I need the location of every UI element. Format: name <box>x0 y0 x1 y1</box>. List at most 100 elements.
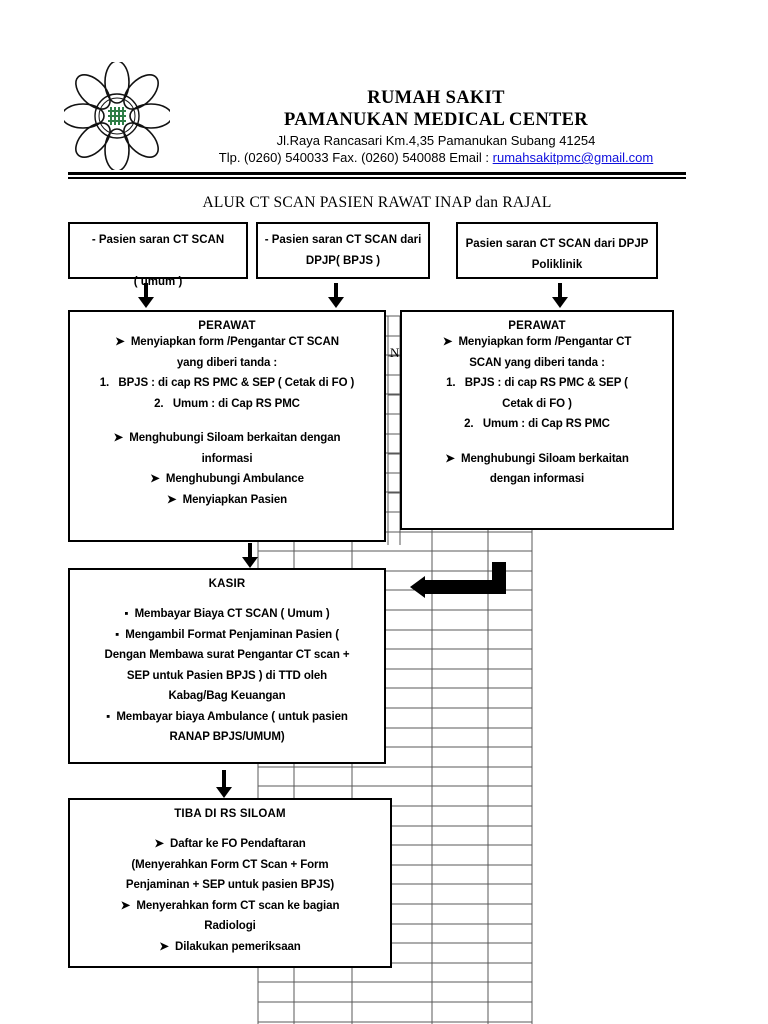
flow-box-line: SEP untuk Pasien BPJS ) di TTD oleh <box>78 666 376 687</box>
flow-box-line: Pasien saran CT SCAN dari DPJP <box>465 238 649 250</box>
flow-box-siloam-body: ➤ Daftar ke FO Pendaftaran (Menyerahkan F… <box>70 820 390 957</box>
contact-phone-fax-label: Tlp. (0260) 540033 Fax. (0260) 540088 Em… <box>218 150 493 165</box>
bullet-arrow-icon: ➤ <box>120 899 137 912</box>
arrow-perawat-right-to-kasir <box>398 562 508 602</box>
flow-box-perawat-left-body: ➤ Menyiapkan form /Pengantar CT SCAN yang… <box>70 332 384 510</box>
flow-box-line-text: Dilakukan pemeriksaan <box>174 940 301 953</box>
flow-box-line: ➤ Menghubungi Siloam berkaitan dengan <box>78 428 376 449</box>
flow-box-spacer <box>78 820 382 834</box>
flow-box-spacer <box>410 435 664 449</box>
bullet-arrow-icon: ➤ <box>115 336 131 348</box>
flow-box-line: dengan informasi <box>410 469 664 490</box>
flow-box-line-text: Menghubungi Siloam berkaitan dengan <box>129 432 341 444</box>
flow-box-line-text: Menyiapkan form /Pengantar CT SCAN <box>130 336 339 348</box>
flow-box-kasir-body: ▪ Membayar Biaya CT SCAN ( Umum )▪ Menga… <box>70 590 384 748</box>
flow-box-line: - Pasien saran CT SCAN dari <box>264 234 422 246</box>
flow-box-line-text: Radiologi <box>204 920 256 932</box>
flow-box-line-text: Cetak di FO ) <box>502 397 572 410</box>
flow-box-line: Kabag/Bag Keuangan <box>78 686 376 707</box>
flow-box-line: 1. BPJS : di cap RS PMC & SEP ( Cetak di… <box>78 373 376 394</box>
list-number: 1. <box>99 377 119 389</box>
flow-box-line-text: Kabag/Bag Keuangan <box>168 690 286 702</box>
list-number: 1. <box>446 377 465 389</box>
flow-box-line: ➤ Menghubungi Ambulance <box>78 469 376 490</box>
flow-box-line: ➤ Daftar ke FO Pendaftaran <box>78 834 382 855</box>
flow-box-line: ➤ Menyiapkan form /Pengantar CT <box>410 332 664 353</box>
flow-box-line-text: Membayar Biaya CT SCAN ( Umum ) <box>134 608 330 620</box>
flow-box-line: ➤ Menyiapkan Pasien <box>78 490 376 511</box>
page-title: ALUR CT SCAN PASIEN RAWAT INAP dan RAJAL <box>202 194 552 211</box>
flow-box-line: informasi <box>78 449 376 470</box>
flow-box-kasir[interactable]: KASIR ▪ Membayar Biaya CT SCAN ( Umum )▪… <box>68 568 386 764</box>
flow-box-line: ➤ Menghubungi Siloam berkaitan <box>410 449 664 470</box>
bullet-arrow-icon: ➤ <box>154 838 171 850</box>
letterhead-divider <box>68 172 686 179</box>
flow-box-line-text: (Menyerahkan Form CT Scan + Form <box>131 858 329 871</box>
flow-box-line: 1. BPJS : di cap RS PMC & SEP ( <box>410 373 664 394</box>
bullet-arrow-icon: ➤ <box>150 473 166 485</box>
flow-box-line-text: Umum : di Cap RS PMC <box>172 397 300 410</box>
flow-box-line-text: BPJS : di cap RS PMC & SEP ( <box>464 377 628 389</box>
flow-box-line: ( umum ) <box>133 276 183 288</box>
flow-box-line: ▪ Membayar Biaya CT SCAN ( Umum ) <box>78 604 376 625</box>
flow-box-line-text: informasi <box>201 452 253 465</box>
hospital-logo-icon <box>64 62 170 170</box>
arrow-umum-to-perawat-left <box>134 283 158 308</box>
flow-box-line-text: Membayar biaya Ambulance ( untuk pasien <box>116 710 348 723</box>
flow-box-perawat-rawat-inap[interactable]: PERAWAT ➤ Menyiapkan form /Pengantar CT … <box>68 310 386 542</box>
flow-box-pasien-umum[interactable]: - Pasien saran CT SCAN ( umum ) <box>68 222 248 288</box>
flow-box-line: ➤ Menyerahkan form CT scan ke bagian <box>78 896 382 917</box>
flow-box-line-text: Penjaminan + SEP untuk pasien BPJS) <box>125 879 335 891</box>
flow-box-line-text: Menyiapkan form /Pengantar CT <box>458 336 632 348</box>
bullet-arrow-icon: ➤ <box>445 452 461 465</box>
arrow-perawat-left-to-kasir <box>238 543 262 568</box>
email-link[interactable]: rumahsakitpmc@gmail.com <box>492 150 654 165</box>
arrow-kasir-to-siloam <box>212 770 236 798</box>
flow-box-line: Radiologi <box>78 916 382 937</box>
flow-box-tiba-di-rs-siloam[interactable]: TIBA DI RS SILOAM ➤ Daftar ke FO Pendaft… <box>68 798 392 968</box>
flow-box-line: 2. Umum : di Cap RS PMC <box>410 414 664 435</box>
flow-box-spacer <box>78 414 376 428</box>
flow-box-siloam-title: TIBA DI RS SILOAM <box>174 808 286 820</box>
flow-box-perawat-left-title: PERAWAT <box>198 320 256 332</box>
flow-box-line-text: Mengambil Format Penjaminan Pasien ( <box>125 628 339 641</box>
flow-box-line: - Pasien saran CT SCAN <box>91 234 225 246</box>
flow-box-line-text: Umum : di Cap RS PMC <box>482 418 610 430</box>
list-number: 2. <box>464 418 483 430</box>
flow-box-line-text: Menghubungi Ambulance <box>165 473 304 485</box>
flow-box-line-text: RANAP BPJS/UMUM) <box>169 731 285 743</box>
stray-grid-cell-letter: N <box>390 345 400 360</box>
flow-box-line: Penjaminan + SEP untuk pasien BPJS) <box>78 875 382 896</box>
flow-box-line: ▪ Membayar biaya Ambulance ( untuk pasie… <box>78 707 376 728</box>
flow-box-line: yang diberi tanda : <box>78 353 376 374</box>
flow-box-line-text: BPJS : di cap RS PMC & SEP ( Cetak di FO… <box>118 377 355 389</box>
flow-box-line: ▪ Mengambil Format Penjaminan Pasien ( <box>78 625 376 646</box>
arrow-poli-to-perawat-right <box>548 283 572 308</box>
flow-box-line-text: yang diberi tanda : <box>176 356 278 369</box>
flow-box-line-text: Daftar ke FO Pendaftaran <box>170 838 306 850</box>
flow-box-line <box>70 251 246 272</box>
hospital-name-line1: RUMAH SAKIT <box>367 88 505 108</box>
flow-box-perawat-right-body: ➤ Menyiapkan form /Pengantar CT SCAN yang… <box>402 332 672 490</box>
flow-box-line-text: SEP untuk Pasien BPJS ) di TTD oleh <box>126 669 328 682</box>
flow-box-kasir-title: KASIR <box>208 578 246 590</box>
flow-box-line-text: Menghubungi Siloam berkaitan <box>460 452 629 465</box>
hospital-address: Jl.Raya Rancasari Km.4,35 Pamanukan Suba… <box>276 133 596 148</box>
flow-box-line: ➤ Menyiapkan form /Pengantar CT SCAN <box>78 332 376 353</box>
flow-box-line: DPJP( BPJS ) <box>305 255 381 267</box>
flow-box-line: Cetak di FO ) <box>410 394 664 415</box>
flow-box-line-text: Menyiapkan Pasien <box>182 493 288 506</box>
flow-box-line-text: Dengan Membawa surat Pengantar CT scan + <box>104 649 350 661</box>
flow-box-line-text: dengan informasi <box>489 473 585 485</box>
bullet-arrow-icon: ➤ <box>113 432 130 444</box>
hospital-contact: Tlp. (0260) 540033 Fax. (0260) 540088 Em… <box>176 149 696 166</box>
letterhead-text: RUMAH SAKIT PAMANUKAN MEDICAL CENTER Jl.… <box>176 88 696 166</box>
flow-box-line-text: SCAN yang diberi tanda : <box>469 356 605 369</box>
flow-box-line: Dengan Membawa surat Pengantar CT scan + <box>78 645 376 666</box>
